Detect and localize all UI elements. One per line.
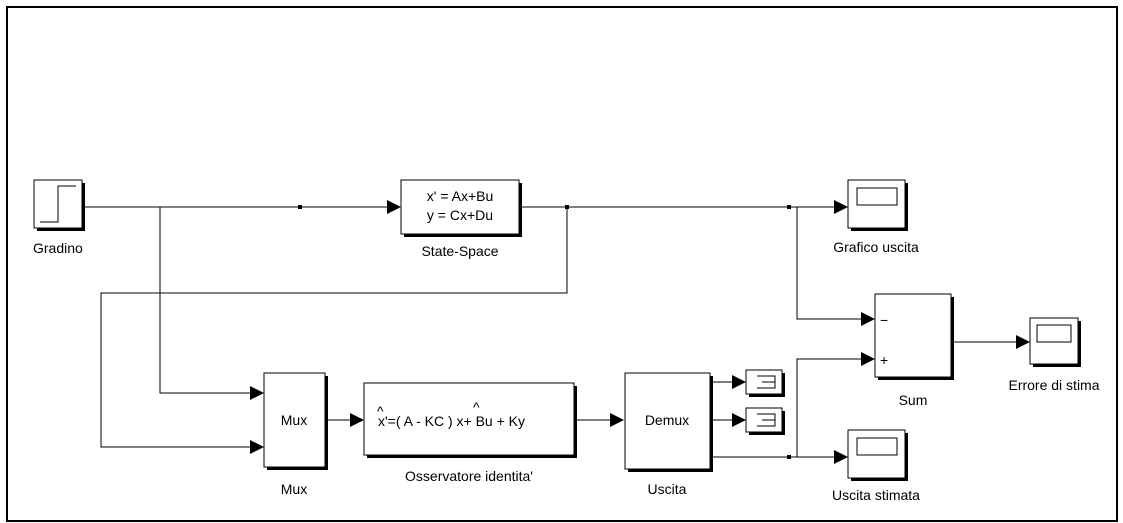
arrow-demux-in	[610, 413, 624, 427]
arrow-grafico-in	[834, 200, 848, 214]
grafico-uscita-scope[interactable]: Grafico uscita	[833, 179, 919, 255]
arrow-mux-in1	[250, 386, 264, 400]
mux-inner-text: Mux	[281, 412, 307, 428]
branch-point	[565, 205, 569, 209]
demux-inner-text: Demux	[645, 412, 689, 428]
signal-wires	[85, 206, 1016, 458]
sum-block[interactable]: − + Sum	[874, 293, 954, 408]
sum-label: Sum	[899, 392, 928, 408]
gradino-label: Gradino	[33, 240, 83, 256]
terminator-2[interactable]	[745, 407, 785, 435]
scope-screen-icon	[856, 437, 898, 456]
mux-label: Mux	[281, 481, 307, 497]
arrow-term1-in	[732, 375, 746, 389]
wire-gradino-mux[interactable]	[159, 207, 250, 394]
state-space-block[interactable]: x' = Ax+Bu y = Cx+Du State-Space	[400, 179, 522, 259]
state-eq: x' = Ax+Bu	[427, 188, 494, 204]
output-eq: y = Cx+Du	[427, 207, 493, 223]
diagram-frame	[6, 6, 1118, 522]
sum-minus-sign: −	[880, 312, 888, 328]
step-icon	[40, 185, 76, 223]
sum-plus-sign: +	[880, 352, 888, 368]
demux-block[interactable]: Demux Uscita	[624, 372, 713, 497]
terminator-1[interactable]	[745, 369, 785, 397]
branch-point	[787, 205, 791, 209]
scope-screen-icon	[856, 187, 898, 206]
osservatore-block[interactable]: x'=( A - KC ) x+ Bu + Ky ^ ^ Osservatore…	[363, 382, 577, 484]
xhat-hat-2: ^	[473, 399, 480, 415]
state-space-label: State-Space	[421, 243, 498, 259]
arrow-sum-minus-in	[861, 312, 875, 326]
grafico-uscita-label: Grafico uscita	[833, 239, 919, 255]
wire-y-mux[interactable]	[100, 207, 568, 448]
errore-di-stima-label: Errore di stima	[1008, 377, 1099, 393]
observer-equation: x'=( A - KC ) x+ Bu + Ky	[378, 413, 525, 429]
uscita-stimata-label: Uscita stimata	[832, 487, 920, 503]
uscita-stimata-scope[interactable]: Uscita stimata	[832, 429, 920, 503]
scope-screen-icon	[1036, 324, 1072, 343]
wire-estimate-sum[interactable]	[796, 358, 861, 457]
arrow-osservatore-in	[350, 413, 364, 427]
branch-points	[298, 205, 791, 459]
wire-y-sum[interactable]	[796, 207, 861, 320]
errore-di-stima-scope[interactable]: Errore di stima	[1008, 317, 1100, 393]
arrow-term2-in	[732, 413, 746, 427]
mux-block[interactable]: Mux Mux	[263, 372, 328, 497]
arrowheads	[250, 200, 1030, 464]
branch-point	[298, 205, 302, 209]
arrow-errore-in	[1016, 335, 1030, 349]
branch-point	[787, 455, 791, 459]
gradino-block[interactable]: Gradino	[33, 179, 85, 256]
osservatore-label: Osservatore identita'	[405, 468, 533, 484]
uscita-label: Uscita	[648, 481, 687, 497]
arrow-uscitastimata-in	[834, 450, 848, 464]
arrow-sum-plus-in	[861, 352, 875, 366]
xhat-hat-1: ^	[377, 403, 384, 419]
arrow-mux-in2	[250, 440, 264, 454]
arrow-statespace-in	[387, 200, 401, 214]
